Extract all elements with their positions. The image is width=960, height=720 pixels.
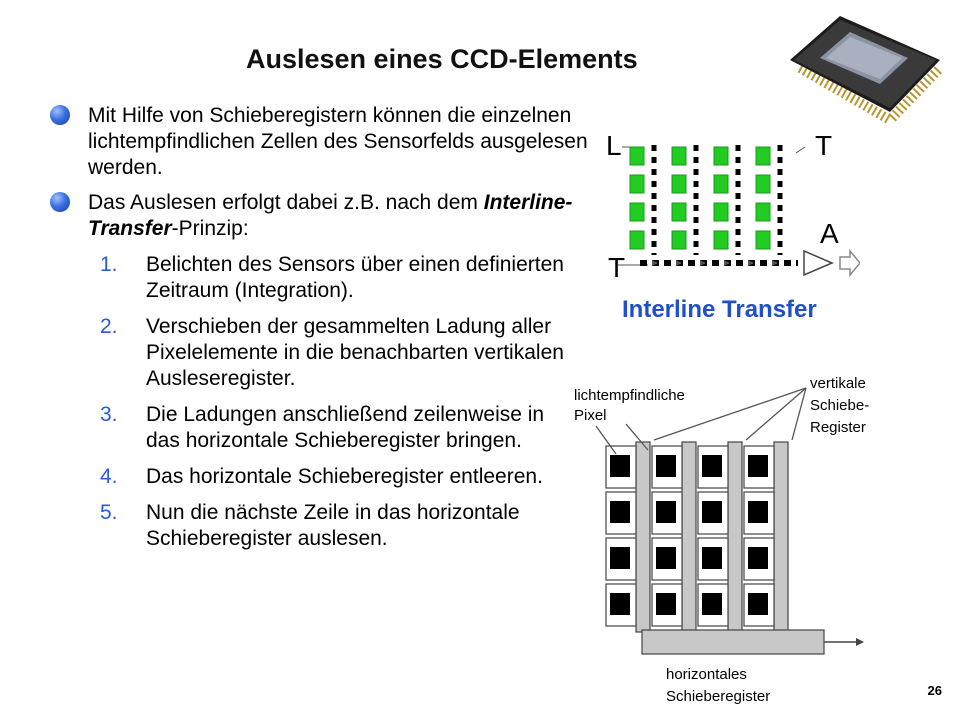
- pixel-sensor: [702, 501, 722, 523]
- green-pixel: [755, 146, 771, 166]
- pixel-sensor: [656, 455, 676, 477]
- green-pixel: [671, 174, 687, 194]
- label-vert-line2: Schiebe-: [810, 397, 869, 414]
- arrow-icon: [724, 260, 730, 266]
- green-pixel: [713, 230, 729, 250]
- green-pixel: [629, 174, 645, 194]
- list-number: 4.: [100, 465, 118, 488]
- pixel-sensor: [656, 547, 676, 569]
- label-vert-line1: vertikale: [810, 375, 866, 392]
- label-horiz-line1: horizontales: [666, 666, 747, 683]
- list-item: 2. Verschieben der gesammelten Ladung al…: [100, 314, 566, 392]
- bullet-text-post: -Prinzip:: [171, 217, 249, 240]
- pixel-sensor: [702, 547, 722, 569]
- output-arrow-icon: [856, 638, 864, 646]
- arrow-icon: [772, 260, 778, 266]
- pixel-sensor: [748, 455, 768, 477]
- amplifier-icon: [803, 249, 834, 277]
- green-pixel: [629, 230, 645, 250]
- pixel-sensor: [656, 501, 676, 523]
- horizontal-register: [640, 260, 798, 266]
- bullet-dot-icon: [50, 192, 70, 212]
- arrow-icon: [676, 260, 682, 266]
- ccd-chip-image: [790, 16, 944, 125]
- list-number: 3.: [100, 403, 118, 426]
- pixel-sensor: [748, 593, 768, 615]
- pixel-sensor: [610, 501, 630, 523]
- bullet-item: Mit Hilfe von Schieberegistern können di…: [50, 103, 590, 181]
- vertical-shift-register: [681, 441, 697, 633]
- ccd-register-diagram: lichtempfindliche Pixel vertikale Schieb…: [574, 375, 869, 705]
- pixel-grid: [629, 146, 771, 250]
- list-item: 3. Die Ladungen anschließend zeilenweise…: [100, 402, 566, 454]
- list-text: Das horizontale Schieberegister entleere…: [146, 465, 543, 488]
- green-pixel: [713, 146, 729, 166]
- list-item: 1. Belichten des Sensors über einen defi…: [100, 252, 566, 304]
- list-number: 5.: [100, 501, 118, 524]
- bullet-emphasis: Interline-Transfer: [88, 191, 573, 240]
- label-L: L: [606, 130, 622, 161]
- list-number: 2.: [100, 315, 118, 338]
- green-pixel: [713, 174, 729, 194]
- green-pixel: [671, 202, 687, 222]
- horizontal-shift-register: [641, 629, 825, 655]
- green-pixel: [629, 146, 645, 166]
- green-pixel: [755, 174, 771, 194]
- vertical-shift-register: [727, 441, 743, 633]
- pixel-sensor: [748, 501, 768, 523]
- green-pixel: [629, 202, 645, 222]
- list-text: Die Ladungen anschließend zeilenweise in…: [146, 403, 545, 452]
- label-T-top: T: [815, 130, 832, 161]
- pixel-sensor: [656, 593, 676, 615]
- pixel-sensor: [702, 455, 722, 477]
- label-T-bottom: T: [608, 252, 625, 283]
- vertical-shift-register: [773, 441, 789, 633]
- green-pixel: [671, 146, 687, 166]
- arrow-icon: [748, 260, 754, 266]
- green-pixel: [755, 202, 771, 222]
- pixel-cells: [605, 441, 789, 633]
- bullet-text: Mit Hilfe von Schieberegistern können di…: [88, 104, 588, 179]
- list-item: 5. Nun die nächste Zeile in das horizont…: [100, 500, 566, 552]
- leader-lines: [595, 387, 807, 455]
- interline-caption: Interline Transfer: [622, 296, 817, 323]
- label-pixel-line2: Pixel: [574, 407, 607, 424]
- interline-transfer-diagram: L T A T Interline Transfer: [606, 130, 860, 323]
- green-pixel: [713, 202, 729, 222]
- label-A: A: [820, 218, 839, 249]
- vertical-shift-register: [635, 441, 651, 633]
- list-number: 1.: [100, 253, 118, 276]
- bullet-dot-icon: [50, 105, 70, 125]
- list-text: Nun die nächste Zeile in das horizontale…: [146, 501, 520, 550]
- pixel-sensor: [702, 593, 722, 615]
- arrow-icon: [700, 260, 706, 266]
- label-horiz-line2: Schieberegister: [666, 688, 770, 705]
- pixel-sensor: [610, 547, 630, 569]
- pixel-sensor: [610, 455, 630, 477]
- output-arrow-icon: [839, 248, 860, 278]
- numbered-list: 1. Belichten des Sensors über einen defi…: [100, 252, 590, 552]
- pixel-sensor: [748, 547, 768, 569]
- slide-title: Auslesen eines CCD-Elements: [246, 44, 638, 74]
- arrow-icon: [652, 260, 658, 266]
- pixel-sensor: [610, 593, 630, 615]
- chip-pins: [797, 63, 944, 125]
- bullet-text-pre: Das Auslesen erfolgt dabei z.B. nach dem: [88, 191, 484, 214]
- bullet-item: Das Auslesen erfolgt dabei z.B. nach dem…: [50, 190, 590, 242]
- label-vert-line3: Register: [810, 419, 866, 436]
- list-text: Verschieben der gesammelten Ladung aller…: [146, 315, 564, 390]
- list-item: 4. Das horizontale Schieberegister entle…: [100, 464, 566, 490]
- label-pixel-line1: lichtempfindliche: [574, 387, 685, 404]
- green-pixel: [671, 230, 687, 250]
- list-text: Belichten des Sensors über einen definie…: [146, 253, 564, 302]
- page-number: 26: [927, 683, 942, 698]
- green-pixel: [755, 230, 771, 250]
